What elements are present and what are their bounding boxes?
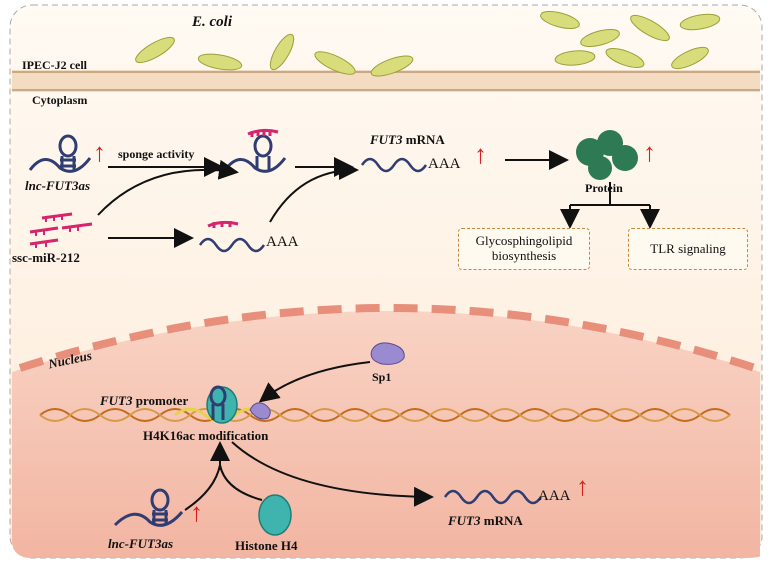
arrow-lnc-to-mod [184,464,221,511]
lnc-top-label: lnc-FUT3as [25,178,90,193]
mirna-cluster [29,212,93,248]
lnc-rna-top [28,134,92,173]
arrow-to-fut3-mrna [231,441,434,507]
up-arrow-mrna-bottom: ↑ [576,472,589,501]
protein-label: Protein [585,181,623,195]
cytoplasm-label: Cytoplasm [32,93,88,107]
aaa-top: AAA [428,156,461,172]
lnc-rna-bottom [113,488,184,527]
h4k16ac-label: H4K16ac modification [143,428,269,443]
arrow-sp1 [258,361,371,403]
promoter-label: FUT3 promoter [100,393,189,408]
sp1-on-dna [249,402,271,420]
up-arrow-mrna-top: ↑ [474,140,487,169]
e-coli-bacteria [135,10,721,77]
arrow-mirna-curve [97,159,239,216]
fut3-mrna-bottom-label: FUT3 mRNA [448,513,523,528]
box-tlr-signaling: TLR signaling [628,228,748,270]
sponge-label: sponge activity [118,147,195,161]
histone-h4 [258,494,292,536]
up-arrow-protein: ↑ [643,138,656,167]
mirna-label: ssc-miR-212 [12,250,80,265]
protein-branch [570,182,650,206]
sp1-protein [370,342,405,365]
nucleus-region [12,311,760,558]
lnc-rna-on-promoter [209,385,227,420]
mrna-middle-wave [198,237,266,253]
up-arrow-lnc-bottom: ↑ [190,498,203,527]
up-arrow-lnc-top: ↑ [93,138,106,167]
sp1-label: Sp1 [372,370,392,384]
fut3-mrna-top-wave [360,157,428,173]
aaa-bottom: AAA [538,488,571,504]
arrow-histone-to-mod [219,464,263,501]
cell-label: IPEC-J2 cell [22,58,87,72]
mirna-on-mrna [207,220,239,228]
fut3-mrna-top-label: FUT3 mRNA [370,132,445,147]
box-glycosphingolipid: Glycosphingolipid biosynthesis [458,228,590,270]
arrow-mrna-curve [269,160,359,223]
mirna-bound [247,128,279,137]
histone-label: Histone H4 [235,538,298,553]
lnc-bottom-label: lnc-FUT3as [108,536,173,551]
fut3-mrna-bottom-wave [443,489,543,505]
ecoli-label: E. coli [192,14,232,30]
aaa-middle: AAA [266,234,299,250]
protein-blob [576,130,638,180]
